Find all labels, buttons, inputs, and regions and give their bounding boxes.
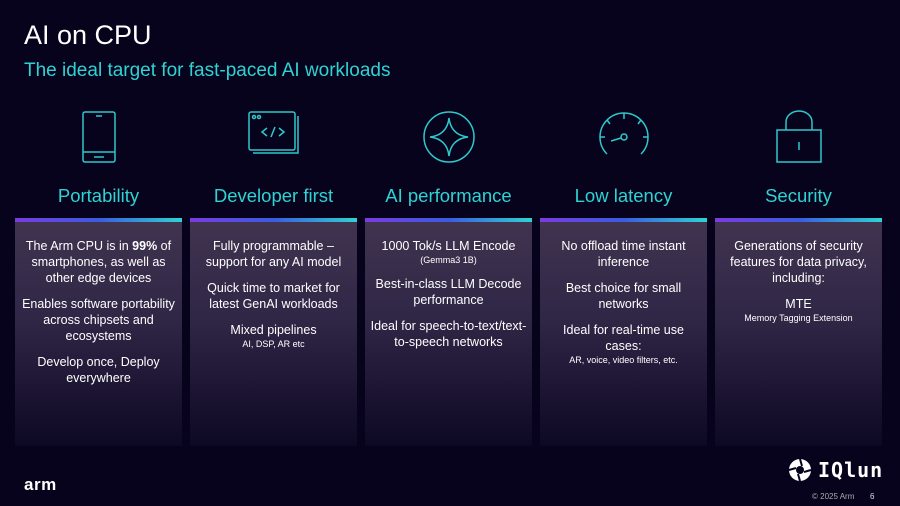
slide-subtitle: The ideal target for fast-paced AI workl…: [24, 60, 391, 81]
column-title: Developer first: [213, 185, 334, 206]
feature-point: No offload time instant inference: [540, 238, 707, 270]
iqlun-logo: IQlun: [788, 458, 883, 482]
column-title: Low latency: [574, 185, 673, 206]
feature-card: The Arm CPU is in 99% of smartphones, as…: [15, 222, 182, 446]
feature-point: Ideal for real-time use cases: AR, voice,…: [540, 322, 707, 366]
accent-bar: [190, 218, 357, 222]
highlight-stat: 99%: [132, 239, 158, 253]
accent-bar: [15, 218, 182, 222]
aperture-icon: [788, 458, 812, 482]
point-text: Best-in-class LLM Decode performance: [375, 277, 522, 307]
accent-bar: [715, 218, 882, 222]
point-text: Enables software portability across chip…: [22, 297, 175, 343]
feature-point: Generations of security features for dat…: [715, 238, 882, 286]
point-subtext: AI, DSP, AR etc: [242, 339, 305, 349]
feature-point: Best-in-class LLM Decode performance: [365, 276, 532, 308]
accent-bar: [365, 218, 532, 222]
point-subtext: Memory Tagging Extension: [744, 313, 853, 323]
feature-card: Fully programmable – support for any AI …: [190, 222, 357, 446]
point-text: Ideal for real-time use cases:: [563, 323, 684, 353]
point-subtext: (Gemma3 1B): [420, 255, 477, 265]
sparkle-icon: [365, 110, 532, 178]
point-text-post: of smartphones, as well as other edge de…: [31, 239, 172, 285]
feature-column-low-latency: Low latency No offload time instant infer…: [540, 110, 707, 446]
point-text: No offload time instant inference: [561, 239, 686, 269]
column-title: AI performance: [385, 185, 512, 206]
point-subtext: AR, voice, video filters, etc.: [569, 355, 678, 365]
brand-name: IQlun: [818, 458, 884, 482]
feature-point: MTE Memory Tagging Extension: [715, 296, 882, 324]
page-number: 6: [870, 492, 875, 501]
lock-icon: [715, 110, 882, 178]
accent-bar: [540, 218, 707, 222]
feature-card: 1000 Tok/s LLM Encode (Gemma3 1B) Best-in-…: [365, 222, 532, 446]
code-window-icon: [190, 110, 357, 178]
point-text-pre: The Arm CPU is in: [25, 239, 133, 253]
point-text: MTE: [785, 297, 812, 311]
feature-point: The Arm CPU is in 99% of smartphones, as…: [15, 238, 182, 286]
point-text: Quick time to market for latest GenAI wo…: [207, 281, 340, 311]
smartphone-icon: [15, 110, 182, 178]
feature-point: Enables software portability across chip…: [15, 296, 182, 344]
point-text: Develop once, Deploy everywhere: [37, 355, 160, 385]
feature-card: Generations of security features for dat…: [715, 222, 882, 446]
slide-title: AI on CPU: [24, 20, 152, 50]
point-text: 1000 Tok/s LLM Encode: [381, 239, 516, 253]
point-text: Fully programmable – support for any AI …: [205, 239, 342, 269]
point-text: Best choice for small networks: [565, 281, 682, 311]
feature-point: Fully programmable – support for any AI …: [190, 238, 357, 270]
point-text: Generations of security features for dat…: [730, 239, 867, 285]
copyright: © 2025 Arm: [812, 492, 855, 501]
speedometer-icon: [540, 110, 707, 178]
arm-logo: arm: [24, 475, 57, 494]
point-text: Ideal for speech-to-text/text-to-speech …: [370, 319, 527, 349]
point-text: Mixed pipelines: [230, 323, 317, 337]
feature-point: 1000 Tok/s LLM Encode (Gemma3 1B): [365, 238, 532, 266]
point-text: The Arm CPU is in 99% of smartphones, as…: [19, 238, 178, 286]
feature-point: Develop once, Deploy everywhere: [15, 354, 182, 386]
column-title: Security: [765, 185, 832, 206]
feature-point: Ideal for speech-to-text/text-to-speech …: [365, 318, 532, 350]
feature-column-ai-performance: AI performance 1000 Tok/s LLM Encode (Gemm…: [365, 110, 532, 446]
feature-point: Quick time to market for latest GenAI wo…: [190, 280, 357, 312]
feature-point: Best choice for small networks: [540, 280, 707, 312]
column-title: Portability: [57, 185, 140, 206]
